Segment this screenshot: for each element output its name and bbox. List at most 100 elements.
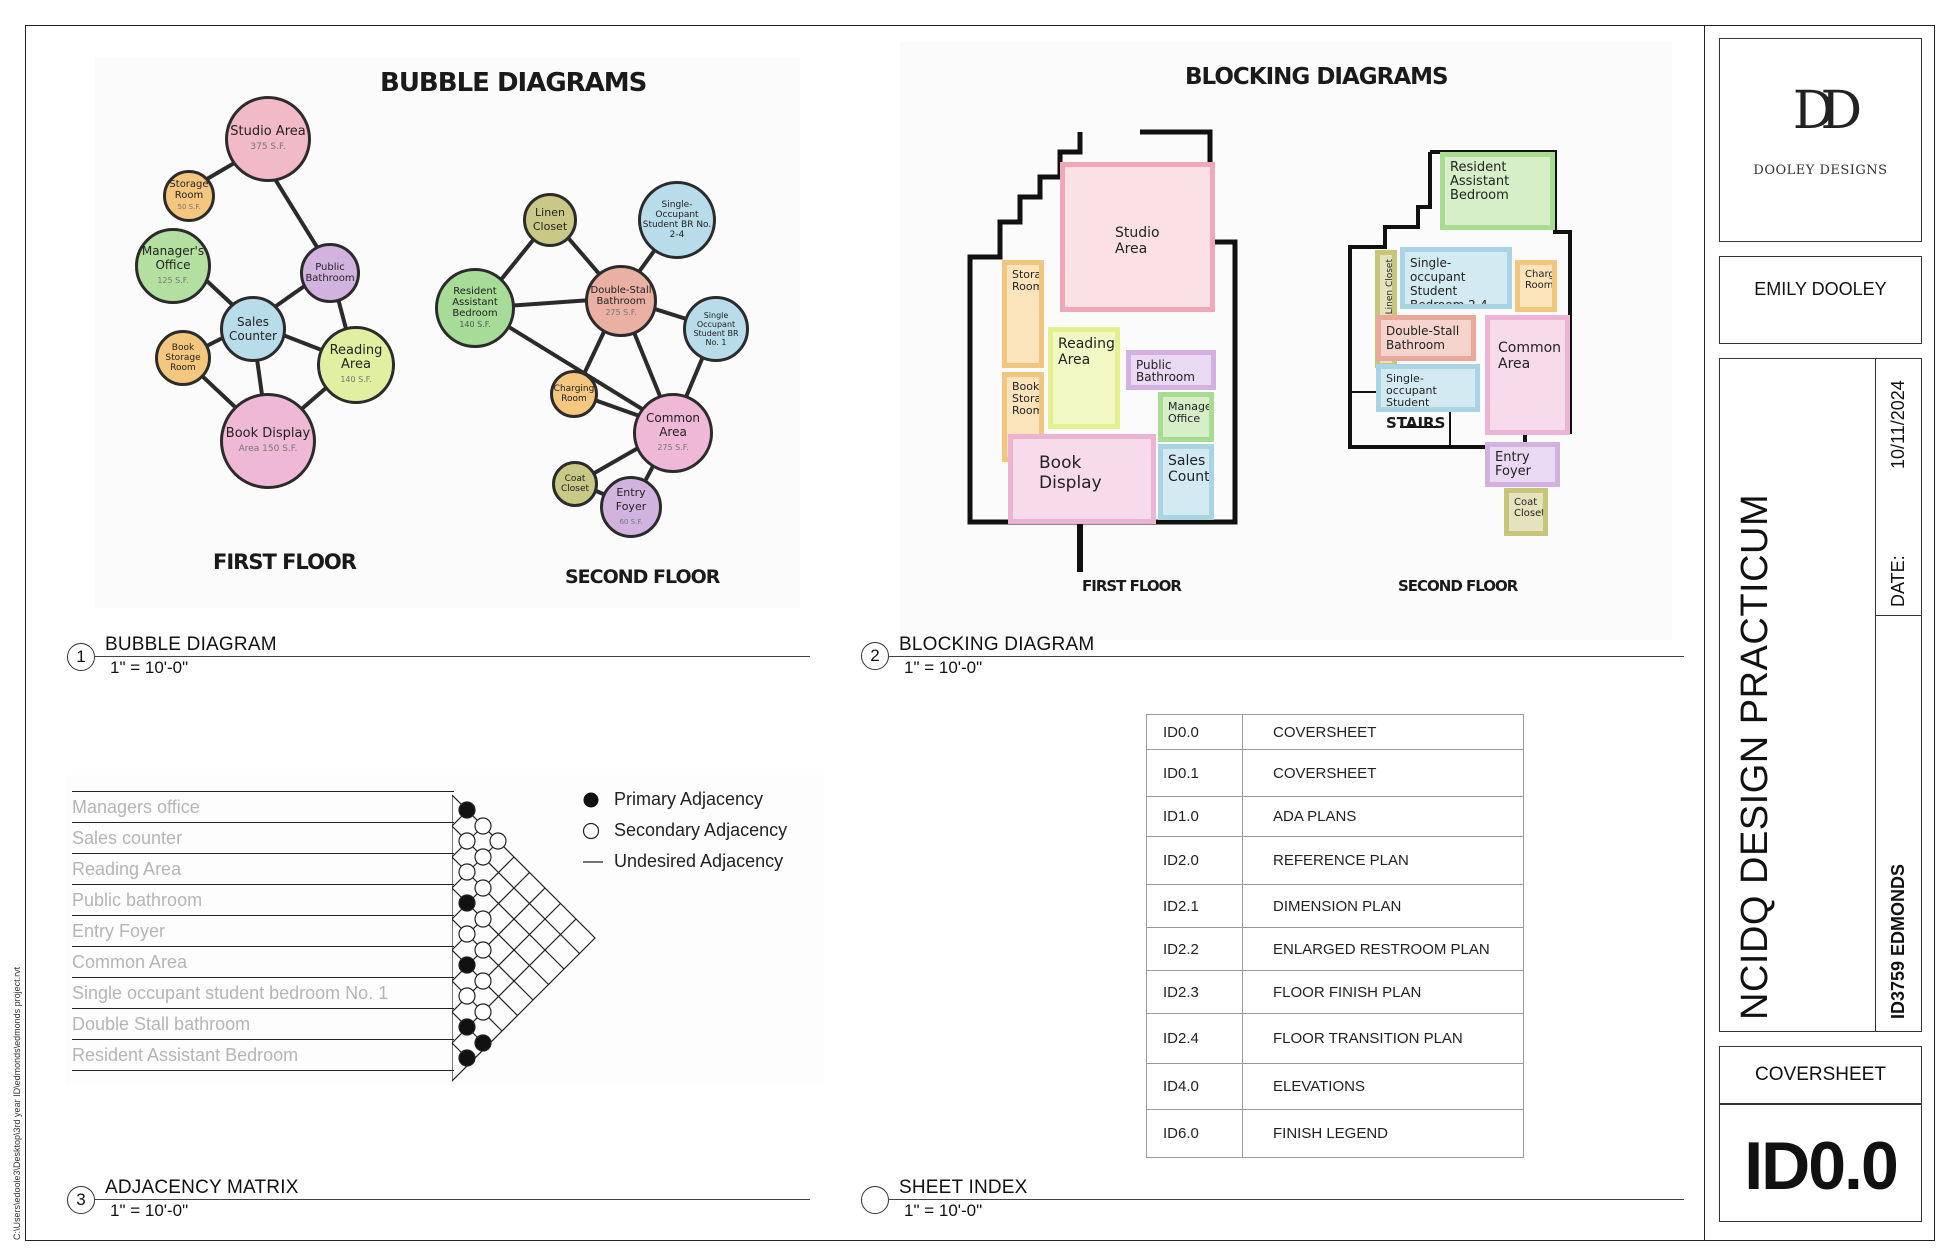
course-label: ID3759 EDMONDS bbox=[1888, 863, 1908, 1019]
bubble-public-bathroom: Public Bathroom bbox=[300, 243, 360, 303]
view-2-number: 2 bbox=[861, 642, 889, 670]
sheet-number-box: ID0.0 bbox=[1719, 1104, 1922, 1222]
bubble-diagram-panel: BUBBLE DIAGRAMS bbox=[95, 58, 800, 608]
legend-secondary-label: Secondary Adjacency bbox=[614, 820, 788, 840]
sheet-name-box: COVERSHEET bbox=[1719, 1046, 1922, 1104]
view-4-scale: 1" = 10'-0" bbox=[904, 1201, 983, 1220]
project-divider bbox=[1875, 359, 1876, 1031]
block-book-display: Book Display bbox=[1008, 434, 1156, 524]
sheet-title: DIMENSION PLAN bbox=[1242, 884, 1524, 928]
open-circle-icon bbox=[582, 822, 608, 840]
date-divider bbox=[1875, 615, 1921, 616]
blocking-heading: BLOCKING DIAGRAMS bbox=[1185, 64, 1449, 90]
block-stairs-label: STAIRS bbox=[1386, 414, 1446, 432]
legend-primary: Primary Adjacency bbox=[582, 789, 763, 810]
date-label: DATE: bbox=[1888, 555, 1908, 607]
sheet-number: ID2.2 bbox=[1146, 927, 1243, 971]
blocking-diagram-panel: BLOCKING DIAGRAMS Studio Area Storage Ro… bbox=[900, 42, 1672, 640]
legend-secondary: Secondary Adjacency bbox=[582, 820, 787, 841]
sheet-title: ADA PLANS bbox=[1242, 796, 1524, 837]
logo-box: DD DOOLEY DESIGNS bbox=[1719, 38, 1922, 242]
legend-primary-label: Primary Adjacency bbox=[614, 789, 764, 809]
sheet-number: ID4.0 bbox=[1146, 1063, 1243, 1110]
bubble-second-floor-label: SECOND FLOOR bbox=[565, 566, 720, 588]
title-block-divider bbox=[1704, 25, 1705, 1241]
block-sales-counter: Sales Counter bbox=[1158, 444, 1214, 520]
matrix-top-rule bbox=[72, 791, 454, 792]
logo-text: DOOLEY DESIGNS bbox=[1753, 163, 1888, 178]
matrix-row-label: Sales counter bbox=[72, 823, 454, 854]
dash-icon bbox=[582, 853, 608, 871]
block-charging-room: Charging Room bbox=[1515, 260, 1557, 312]
block-double-stall-bathroom: Double-Stall Bathroom bbox=[1376, 315, 1476, 361]
sheet-title: COVERSHEET bbox=[1242, 749, 1524, 797]
bubble-single-occupant-br-1: Single Occupant Student BR No. 1 bbox=[683, 296, 749, 362]
bubble-charging-room: Charging Room bbox=[550, 370, 598, 418]
view-2-title: BLOCKING DIAGRAM bbox=[899, 634, 1095, 655]
bubble-heading: BUBBLE DIAGRAMS bbox=[380, 68, 647, 98]
matrix-row-label: Managers office bbox=[72, 792, 454, 823]
sheet-number: ID2.0 bbox=[1146, 836, 1243, 885]
sheet-title: FLOOR FINISH PLAN bbox=[1242, 970, 1524, 1014]
blocking-second-floor-label: SECOND FLOOR bbox=[1398, 577, 1518, 595]
view-3-scale: 1" = 10'-0" bbox=[110, 1201, 189, 1220]
view-4-rule bbox=[889, 1199, 1684, 1200]
sheet-number: ID0.1 bbox=[1146, 749, 1243, 797]
sheet-title: FLOOR TRANSITION PLAN bbox=[1242, 1013, 1524, 1064]
adjacency-matrix-grid bbox=[452, 795, 596, 1082]
view-1-scale: 1" = 10'-0" bbox=[110, 658, 189, 677]
legend-undesired-label: Undesired Adjacency bbox=[614, 851, 784, 871]
matrix-row-label: Reading Area bbox=[72, 854, 454, 885]
sheet-title: FINISH LEGEND bbox=[1242, 1109, 1524, 1158]
view-3-title: ADJACENCY MATRIX bbox=[105, 1177, 299, 1198]
block-public-bathroom: Public Bathroom bbox=[1126, 350, 1216, 390]
view-1-rule bbox=[95, 656, 810, 657]
block-storage-room: Storage Room bbox=[1002, 260, 1044, 368]
bubble-first-floor-label: FIRST FLOOR bbox=[213, 550, 357, 574]
sheet-title: ENLARGED RESTROOM PLAN bbox=[1242, 927, 1524, 971]
bubble-book-storage-room: Book Storage Room bbox=[155, 330, 211, 386]
block-coat-closet: Coat Closet bbox=[1504, 488, 1548, 536]
sheet-number: ID2.1 bbox=[1146, 884, 1243, 928]
sheet-name: COVERSHEET bbox=[1755, 1064, 1886, 1085]
sheet-number: ID2.3 bbox=[1146, 970, 1243, 1014]
sheet-title: REFERENCE PLAN bbox=[1242, 836, 1524, 885]
block-managers-office: Manager's Office bbox=[1158, 392, 1214, 442]
view-4-title: SHEET INDEX bbox=[899, 1177, 1028, 1198]
bubble-single-occupant-br-2-4: Single-Occupant Student BR No. 2-4 bbox=[638, 181, 716, 259]
bubble-sales-counter: Sales Counter bbox=[220, 296, 286, 362]
blocking-first-floor-label: FIRST FLOOR bbox=[1082, 577, 1182, 595]
sheet-number: ID0.0 bbox=[1146, 714, 1243, 750]
matrix-row-label: Resident Assistant Bedroom bbox=[72, 1040, 454, 1071]
sheet-number: ID2.4 bbox=[1146, 1013, 1243, 1064]
sheet-number: ID1.0 bbox=[1146, 796, 1243, 837]
sheet-number: ID0.0 bbox=[1744, 1128, 1899, 1204]
block-entry-foyer: Entry Foyer bbox=[1485, 442, 1560, 487]
date-value: 10/11/2024 bbox=[1888, 380, 1908, 469]
bubble-coat-closet: Coat Closet bbox=[552, 461, 598, 507]
block-resident-assistant-bedroom: Resident Assistant Bedroom bbox=[1440, 152, 1555, 230]
matrix-row-label: Double Stall bathroom bbox=[72, 1009, 454, 1040]
sheet-title: ELEVATIONS bbox=[1242, 1063, 1524, 1110]
view-2-scale: 1" = 10'-0" bbox=[904, 658, 983, 677]
view-1-number: 1 bbox=[67, 643, 95, 671]
sheet-border bbox=[25, 25, 1935, 1241]
view-1-title: BUBBLE DIAGRAM bbox=[105, 634, 277, 655]
